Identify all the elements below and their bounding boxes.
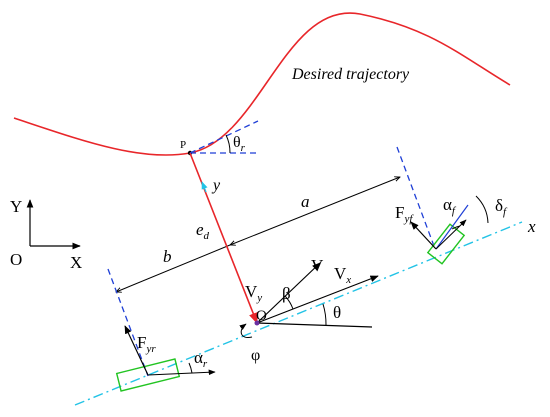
desired-trajectory-curve bbox=[13, 12, 511, 156]
rear-lateral-force-vector bbox=[124, 325, 149, 376]
cg-label: O bbox=[256, 308, 267, 324]
global-origin-label: O bbox=[10, 250, 22, 269]
rear-lateral-force-label: Fyr bbox=[137, 333, 156, 355]
vehicle-y-axis-arrow bbox=[201, 181, 208, 193]
vehicle-y-label: y bbox=[211, 177, 221, 194]
lateral-error-label: ed bbox=[196, 220, 210, 242]
global-y-label: Y bbox=[10, 197, 22, 216]
lateral-error-line bbox=[189, 152, 258, 325]
front-lateral-force-vector bbox=[410, 221, 437, 250]
beta-label: β bbox=[282, 284, 291, 303]
distance-a-arrow bbox=[230, 177, 400, 245]
velocity-v-vector bbox=[256, 262, 321, 324]
vehicle-x-axis-line bbox=[74, 221, 523, 406]
theta-r-arc bbox=[225, 134, 231, 154]
velocity-v-label: V bbox=[311, 256, 324, 275]
alpha-r-label: αr bbox=[194, 348, 208, 370]
front-axle-dashed bbox=[396, 146, 435, 247]
front-lateral-force-label: Fyf bbox=[395, 203, 414, 225]
point-p-label: P bbox=[180, 139, 186, 151]
rear-velocity-vector bbox=[147, 369, 216, 376]
theta-arc bbox=[322, 303, 327, 326]
alpha-f-label: αf bbox=[443, 195, 457, 217]
cg-center-marker bbox=[254, 320, 260, 326]
front-wheel bbox=[426, 223, 466, 265]
distance-b-label: b bbox=[163, 247, 172, 266]
distance-a-label: a bbox=[301, 192, 310, 211]
rear-axle-dashed bbox=[107, 268, 149, 377]
tangent-dashed-line bbox=[189, 120, 259, 154]
yaw-rate-label: φ bbox=[251, 347, 260, 364]
theta-r-label: θr bbox=[233, 134, 246, 154]
yaw-rate-arc bbox=[239, 323, 253, 339]
front-velocity-vector bbox=[435, 219, 467, 250]
vehicle-x-label: x bbox=[527, 217, 536, 236]
front-wheel-heading bbox=[435, 204, 469, 250]
beta-arc bbox=[284, 295, 294, 310]
rear-wheel bbox=[115, 358, 181, 392]
alpha-f-arc bbox=[451, 225, 461, 230]
theta-label: θ bbox=[333, 303, 341, 322]
velocity-vx-vector bbox=[256, 275, 379, 324]
velocity-vy-label: Vy bbox=[245, 282, 262, 304]
delta-f-arc bbox=[475, 195, 489, 224]
cg-horizontal-reference bbox=[256, 322, 373, 328]
velocity-vx-label: Vx bbox=[334, 264, 351, 286]
alpha-r-arc bbox=[188, 362, 193, 374]
delta-f-label: δf bbox=[495, 196, 508, 218]
global-x-label: X bbox=[70, 253, 82, 272]
trajectory-label: Desired trajectory bbox=[291, 66, 410, 83]
distance-b-arrow bbox=[116, 244, 231, 292]
